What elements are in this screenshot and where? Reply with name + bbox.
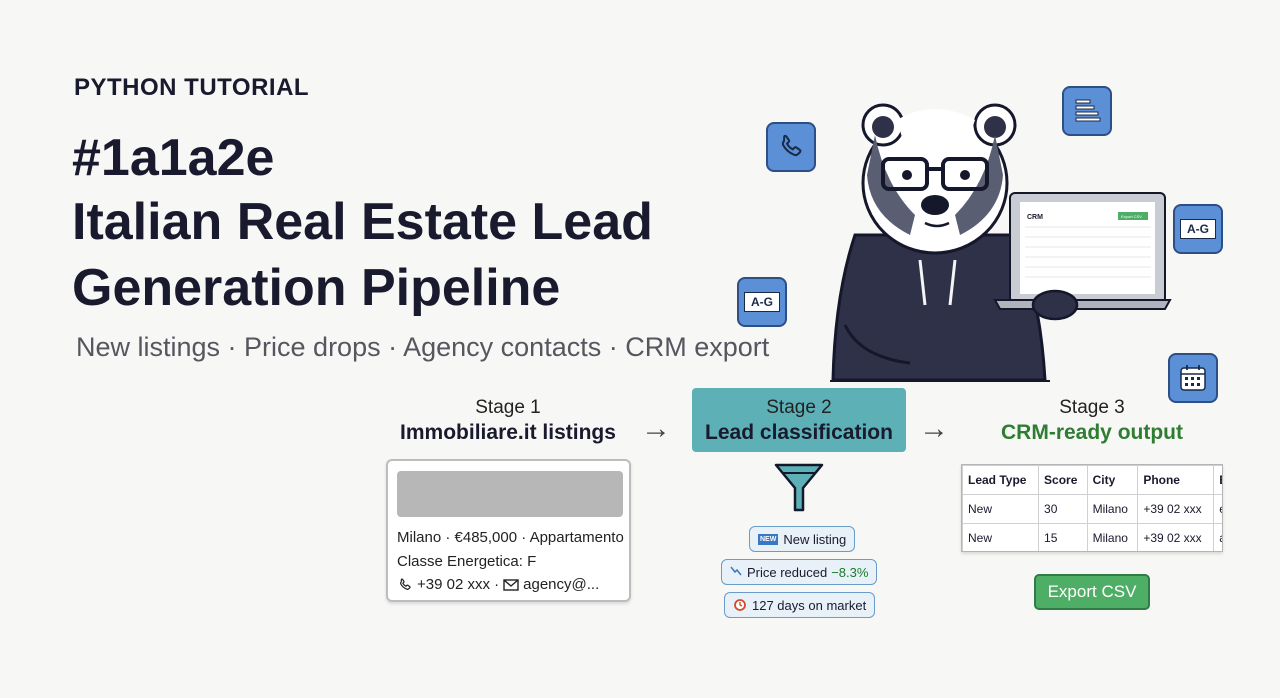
subtitle: New listings · Price drops · Agency cont… [76,332,770,362]
stage-1-title: Immobiliare.it listings [400,421,616,444]
table-cell: agency... [1213,523,1222,551]
table-header-row: Lead Type Score City Phone Email [962,465,1222,495]
table-cell: Milano [1086,494,1139,524]
table-cell: +39 02 xxx [1137,494,1215,524]
arrow-right-icon-2: → [919,412,949,445]
list-icon [1062,86,1112,136]
energy-class-label: A-G [744,292,780,312]
column-header: Score [1038,465,1088,495]
envelope-icon [503,578,519,591]
table-cell: New [962,494,1040,524]
alarm-clock-icon [733,597,747,614]
column-header: Email [1213,465,1222,495]
table-cell: 15 [1038,523,1088,551]
calendar-icon [1168,353,1218,403]
kicker: PYTHON TUTORIAL [74,74,310,101]
stage-2-box [692,388,906,452]
page-title-line-1: #1a1a2e [72,129,275,187]
column-header: Phone [1137,465,1215,495]
tag-days-label: 127 days on market [752,597,867,613]
phone-icon [766,122,816,172]
listing-summary: Milano · €485,000 · Appartamento [397,529,624,546]
table-cell: 30 [1038,494,1088,524]
listing-image-placeholder [397,471,623,517]
column-header: Lead Type [962,465,1040,495]
new-badge-icon: NEW [758,533,779,545]
table-row: New 15 Milano +39 02 xxx agency... [962,523,1222,551]
table-cell: +39 02 xxx [1137,523,1215,551]
trend-down-icon [730,565,742,580]
page-title-line-2: Italian Real Estate Lead [72,193,653,251]
funnel-icon [774,463,824,512]
tag-price-reduced-value: −8.3% [831,564,869,580]
arrow-right-icon: → [641,412,671,445]
listing-phone: +39 02 xxx · [417,576,500,593]
page-title-line-3: Generation Pipeline [72,259,561,317]
tag-days-on-market: 127 days on market [724,592,876,618]
laptop-crm-title: CRM [1027,214,1043,221]
crm-table: Lead Type Score City Phone Email New 30 … [961,464,1223,552]
stage-3-title: CRM-ready output [1001,421,1183,444]
listing-card: Milano · €485,000 · Appartamento Classe … [386,459,631,602]
laptop-export-button: Export CSV [1121,214,1142,219]
column-header: City [1086,465,1139,495]
tag-price-reduced: Price reduced −8.3% [721,559,878,585]
export-csv-button[interactable]: Export CSV [1034,574,1150,610]
stage-2-title: Lead classification [705,421,893,444]
listing-email: agency@... [523,576,600,593]
listing-energy-class: Classe Energetica: F [397,553,537,570]
table-cell: email@... [1213,494,1222,524]
energy-class-label-right: A-G [1180,219,1216,239]
table-cell: New [962,523,1040,551]
energy-class-icon-right: A-G [1173,204,1223,254]
stage-2-label: Stage 2 [766,397,832,418]
tag-new-listing: NEW New listing [749,526,856,552]
energy-class-icon: A-G [737,277,787,327]
badger-mascot-illustration: CRM Export CSV [830,103,1172,382]
stage-3-label: Stage 3 [1059,397,1125,418]
table-row: New 30 Milano +39 02 xxx email@... [962,494,1222,524]
table-cell: Milano [1086,523,1139,551]
tag-new-listing-label: New listing [783,531,847,547]
listing-contacts: +39 02 xxx · agency@... [397,576,599,593]
phone-icon-small [400,577,411,590]
tag-price-reduced-label: Price reduced [747,564,828,580]
stage-1-label: Stage 1 [475,397,541,418]
